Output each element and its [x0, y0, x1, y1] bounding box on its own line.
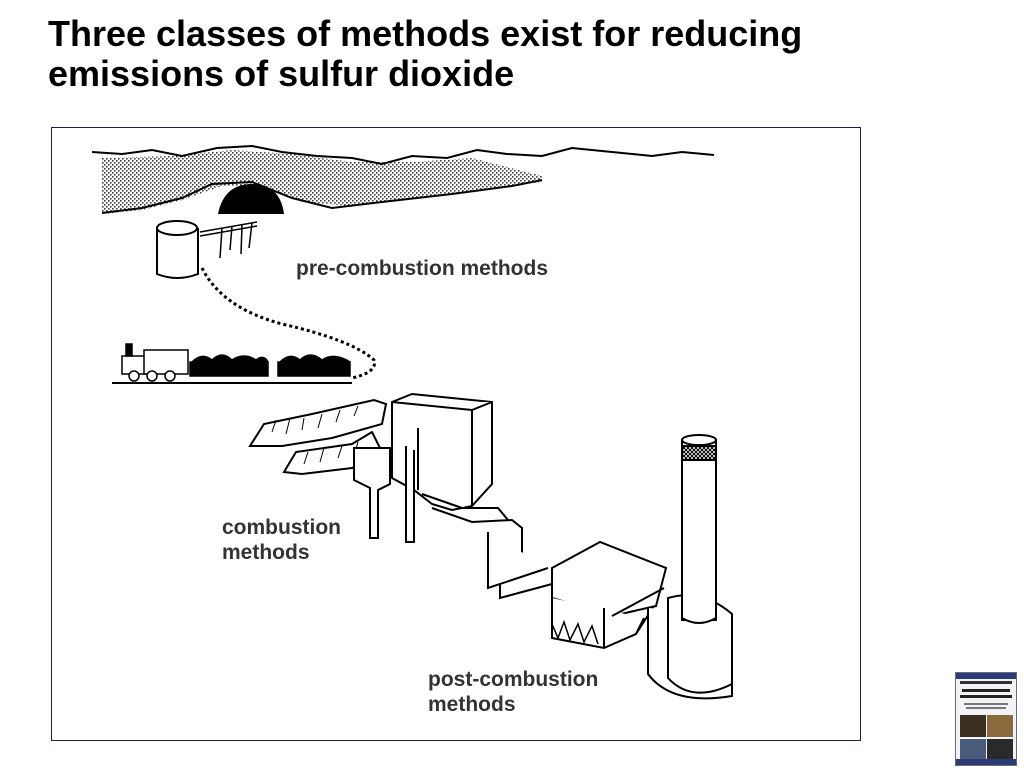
book-photo-3	[960, 739, 986, 761]
mountain-texture	[102, 150, 542, 214]
boiler-plant	[353, 392, 493, 543]
conveyor-from-mine	[199, 221, 258, 259]
post-combustion-label: post-combustion methods	[428, 667, 598, 717]
book-title-line-1	[962, 689, 1010, 692]
pre-combustion-label: pre-combustion methods	[296, 257, 549, 280]
process-diagram-frame: pre-combustion methods combustion method…	[51, 127, 861, 741]
combustion-label-line-1: combustion	[222, 516, 341, 539]
book-subtitle-line-2	[966, 707, 1006, 709]
electrostatic-precipitator	[551, 540, 668, 650]
storage-silo	[156, 220, 199, 279]
book-title-line-2	[960, 695, 1012, 698]
combustion-label-line-2: methods	[222, 541, 310, 564]
coal-train	[112, 343, 352, 384]
book-cover-thumbnail	[955, 672, 1017, 766]
slide-title-line-2: emissions of sulfur dioxide	[48, 53, 515, 94]
book-subtitle-line-1	[964, 703, 1008, 705]
book-bottom-band	[956, 759, 1016, 765]
mine-tunnel	[218, 184, 284, 214]
book-photo-2	[987, 715, 1013, 737]
smokestack	[647, 434, 733, 700]
rail-track	[200, 267, 377, 380]
slide-title: Three classes of methods exist for reduc…	[48, 14, 948, 94]
book-photo-4	[987, 739, 1013, 761]
combustion-label: combustion methods	[222, 515, 341, 565]
slide-title-line-1: Three classes of methods exist for reduc…	[48, 13, 803, 54]
coal-process-illustration	[91, 144, 733, 700]
post-combustion-label-line-2: methods	[428, 693, 516, 716]
book-author-line	[960, 681, 1012, 684]
book-photo-1	[960, 715, 986, 737]
book-top-band	[956, 673, 1016, 679]
post-combustion-label-line-1: post-combustion	[428, 668, 599, 691]
